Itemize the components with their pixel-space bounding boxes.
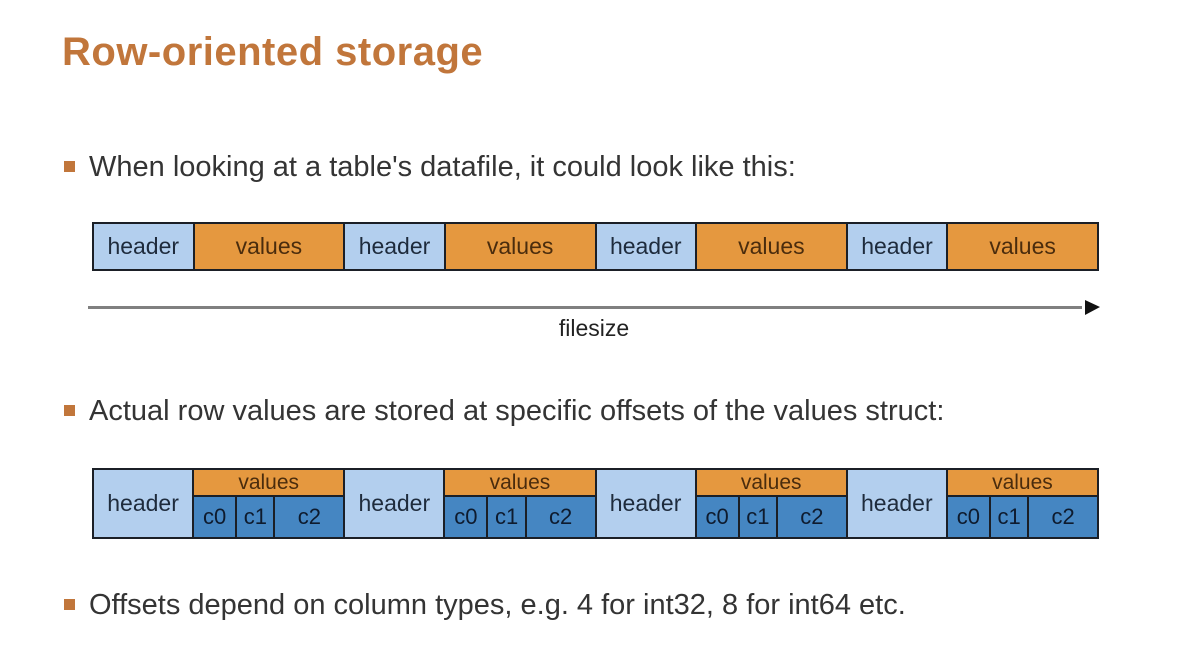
column-cell-c1: c1 xyxy=(235,497,274,537)
column-cell-c2: c2 xyxy=(273,497,344,537)
values-cell: values xyxy=(443,224,595,269)
values-cell: values xyxy=(695,224,846,269)
header-cell: header xyxy=(94,224,193,269)
bullet-marker xyxy=(64,405,75,416)
header-cell: header xyxy=(594,224,695,269)
arrow-right-icon xyxy=(1085,300,1100,315)
column-cell-c0: c0 xyxy=(194,497,236,537)
bullet-item-column-types: Offsets depend on column types, e.g. 4 f… xyxy=(64,588,906,622)
values-label-cell: values xyxy=(696,470,846,497)
column-cell-c2: c2 xyxy=(524,497,595,537)
header-cell: header xyxy=(343,224,444,269)
column-cell-c1: c1 xyxy=(486,497,525,537)
bullet-text: When looking at a table's datafile, it c… xyxy=(89,151,796,183)
bullet-marker xyxy=(64,599,75,610)
bullet-text: Actual row values are stored at specific… xyxy=(89,395,945,427)
bullet-item-datafile: When looking at a table's datafile, it c… xyxy=(64,150,796,184)
header-cell: header xyxy=(596,470,695,537)
values-label-cell: values xyxy=(947,470,1097,497)
column-cell-c2: c2 xyxy=(1027,497,1097,537)
column-cell-c1: c1 xyxy=(737,497,776,537)
values-cell: values xyxy=(946,224,1097,269)
filesize-arrow: filesize xyxy=(88,299,1100,349)
arrow-line xyxy=(88,306,1082,309)
values-label-cell: values xyxy=(445,470,595,497)
column-cell-c0: c0 xyxy=(696,497,738,537)
filesize-label: filesize xyxy=(558,315,630,341)
column-cell-c0: c0 xyxy=(445,497,487,537)
column-cell-c0: c0 xyxy=(947,497,989,537)
header-cell: header xyxy=(845,224,947,269)
bullet-item-offsets: Actual row values are stored at specific… xyxy=(64,394,944,428)
column-cell-c2: c2 xyxy=(775,497,846,537)
values-label-cell: values xyxy=(194,470,344,497)
slide-title: Row-oriented storage xyxy=(62,30,484,74)
column-cell-c1: c1 xyxy=(988,497,1028,537)
values-cell: values xyxy=(192,224,344,269)
header-cell: header xyxy=(345,470,444,537)
bullet-text: Offsets depend on column types, e.g. 4 f… xyxy=(89,589,906,621)
header-cell: header xyxy=(847,470,946,537)
bullet-marker xyxy=(64,161,75,172)
header-cell: header xyxy=(94,470,193,537)
